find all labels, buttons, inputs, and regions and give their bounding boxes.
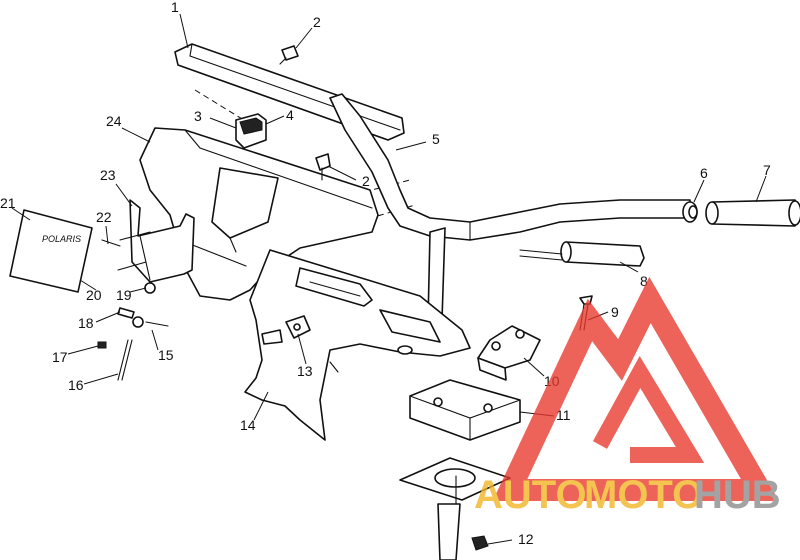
part-13-clip	[285, 315, 311, 339]
watermark-hub: HUB	[694, 473, 781, 517]
part-10-upper-clamp	[477, 325, 541, 381]
decal-text: POLARIS	[42, 234, 81, 244]
part-6-grip-ring	[682, 201, 698, 223]
callout-8: 8	[640, 273, 648, 289]
small-hardware	[97, 239, 169, 381]
callout-12: 12	[518, 531, 534, 547]
part-8-heated-grip	[519, 241, 645, 267]
part-21-decal-plate: POLARIS	[9, 209, 93, 293]
callout-2-top: 2	[313, 14, 321, 30]
part-2-screws	[279, 45, 331, 181]
watermark-auto: AUTO	[474, 473, 587, 517]
callout-5: 5	[432, 131, 440, 147]
watermark-moto: MOTO	[584, 473, 703, 517]
callout-23: 23	[100, 167, 116, 183]
part-14-dash-panel	[244, 249, 471, 441]
automotohub-watermark: AUTO MOTO HUB	[474, 276, 781, 517]
callout-2-middle: 2	[362, 173, 370, 189]
leader-lines	[11, 13, 767, 545]
part-24-headlight-pod	[139, 127, 379, 301]
part-11-lower-clamp	[409, 379, 521, 441]
callout-21: 21	[0, 195, 16, 211]
part-12-nut	[471, 535, 489, 551]
callout-16: 16	[68, 377, 84, 393]
callout-13: 13	[297, 363, 313, 379]
callout-6: 6	[700, 165, 708, 181]
part-3-4-switch	[235, 113, 267, 149]
callout-17: 17	[52, 349, 68, 365]
callout-numbers: 1 2 2 3 4 5 6 7 8 9 10 11 12 13 14 15 16…	[0, 0, 771, 547]
callout-18: 18	[78, 315, 94, 331]
callout-7: 7	[763, 162, 771, 178]
callout-4: 4	[286, 107, 294, 123]
steering-post	[399, 457, 511, 560]
part-23-bracket	[117, 199, 195, 294]
callout-20: 20	[86, 287, 102, 303]
callout-19: 19	[116, 287, 132, 303]
callout-22: 22	[96, 209, 112, 225]
callout-15: 15	[158, 347, 174, 363]
callout-11: 11	[556, 407, 571, 423]
callout-3: 3	[194, 108, 202, 124]
callout-9: 9	[611, 304, 619, 320]
triangle-logo-icon	[492, 276, 780, 501]
callout-14: 14	[240, 417, 256, 433]
part-7-grip	[705, 199, 800, 227]
callout-1: 1	[171, 0, 179, 15]
callout-24: 24	[106, 113, 122, 129]
